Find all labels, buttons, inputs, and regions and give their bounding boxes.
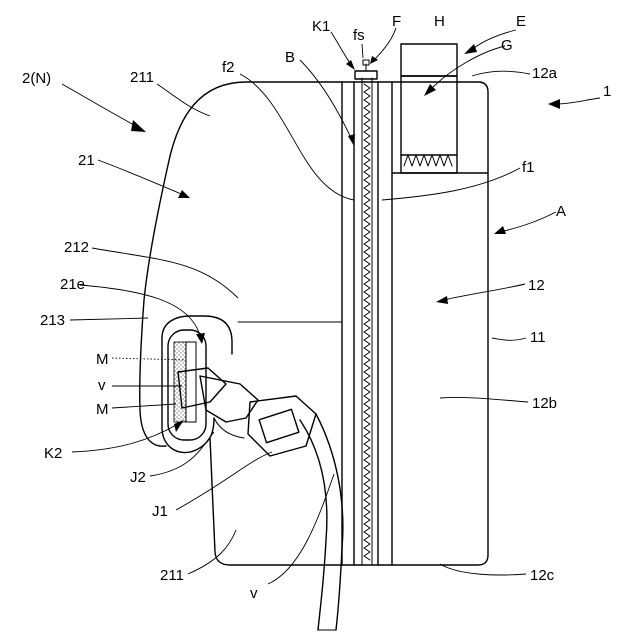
arrow-21-icon (178, 190, 190, 198)
leader-lines (62, 28, 600, 584)
label-12a: 12a (532, 65, 558, 82)
zipper-teeth (364, 84, 370, 560)
arrow-B-icon (348, 134, 355, 146)
label-21: 21 (78, 152, 95, 169)
arrow-K1-icon (346, 60, 355, 70)
arrow-1-icon (548, 99, 560, 109)
label-K1: K1 (312, 18, 330, 35)
label-M-2: M (96, 401, 109, 418)
label-12b: 12b (532, 395, 557, 412)
label-211-bottom: 211 (160, 567, 184, 584)
label-v-1: v (98, 377, 106, 394)
slider (355, 71, 377, 79)
label-1: 1 (603, 83, 611, 100)
label-F: F (392, 13, 401, 30)
label-A: A (556, 203, 566, 220)
label-11: 11 (530, 329, 546, 346)
label-f2: f2 (222, 59, 235, 76)
arrow-E-icon (464, 44, 477, 54)
label-H: H (434, 13, 445, 30)
label-12: 12 (528, 277, 545, 294)
label-J1: J1 (152, 503, 168, 520)
fastener-strip (342, 60, 378, 565)
label-21e: 21e (60, 276, 85, 293)
label-fs: fs (353, 27, 365, 44)
label-12c: 12c (530, 567, 555, 584)
stippled-slot (174, 342, 186, 422)
label-v-2: v (250, 585, 258, 602)
label-B: B (285, 49, 295, 66)
reference-labels: 2(N) 211 K1 fs F H E f2 B G 12a 1 21 f1 … (22, 13, 611, 602)
label-211-top: 211 (130, 69, 154, 86)
strap-portion (112, 82, 342, 453)
label-2N: 2(N) (22, 70, 51, 87)
label-J2: J2 (130, 469, 146, 486)
arrow-2N-icon (131, 120, 146, 132)
label-212: 212 (64, 239, 89, 256)
label-G: G (501, 37, 513, 54)
spring-icon (404, 155, 452, 166)
arrow-A-icon (494, 226, 506, 234)
label-K2: K2 (44, 445, 62, 462)
label-213: 213 (40, 312, 65, 329)
arrow-12-icon (436, 296, 448, 304)
label-M-1: M (96, 351, 109, 368)
label-f1: f1 (522, 159, 535, 176)
label-E: E (516, 13, 526, 30)
head-unit (401, 44, 457, 173)
buckle-and-belt (178, 368, 343, 630)
